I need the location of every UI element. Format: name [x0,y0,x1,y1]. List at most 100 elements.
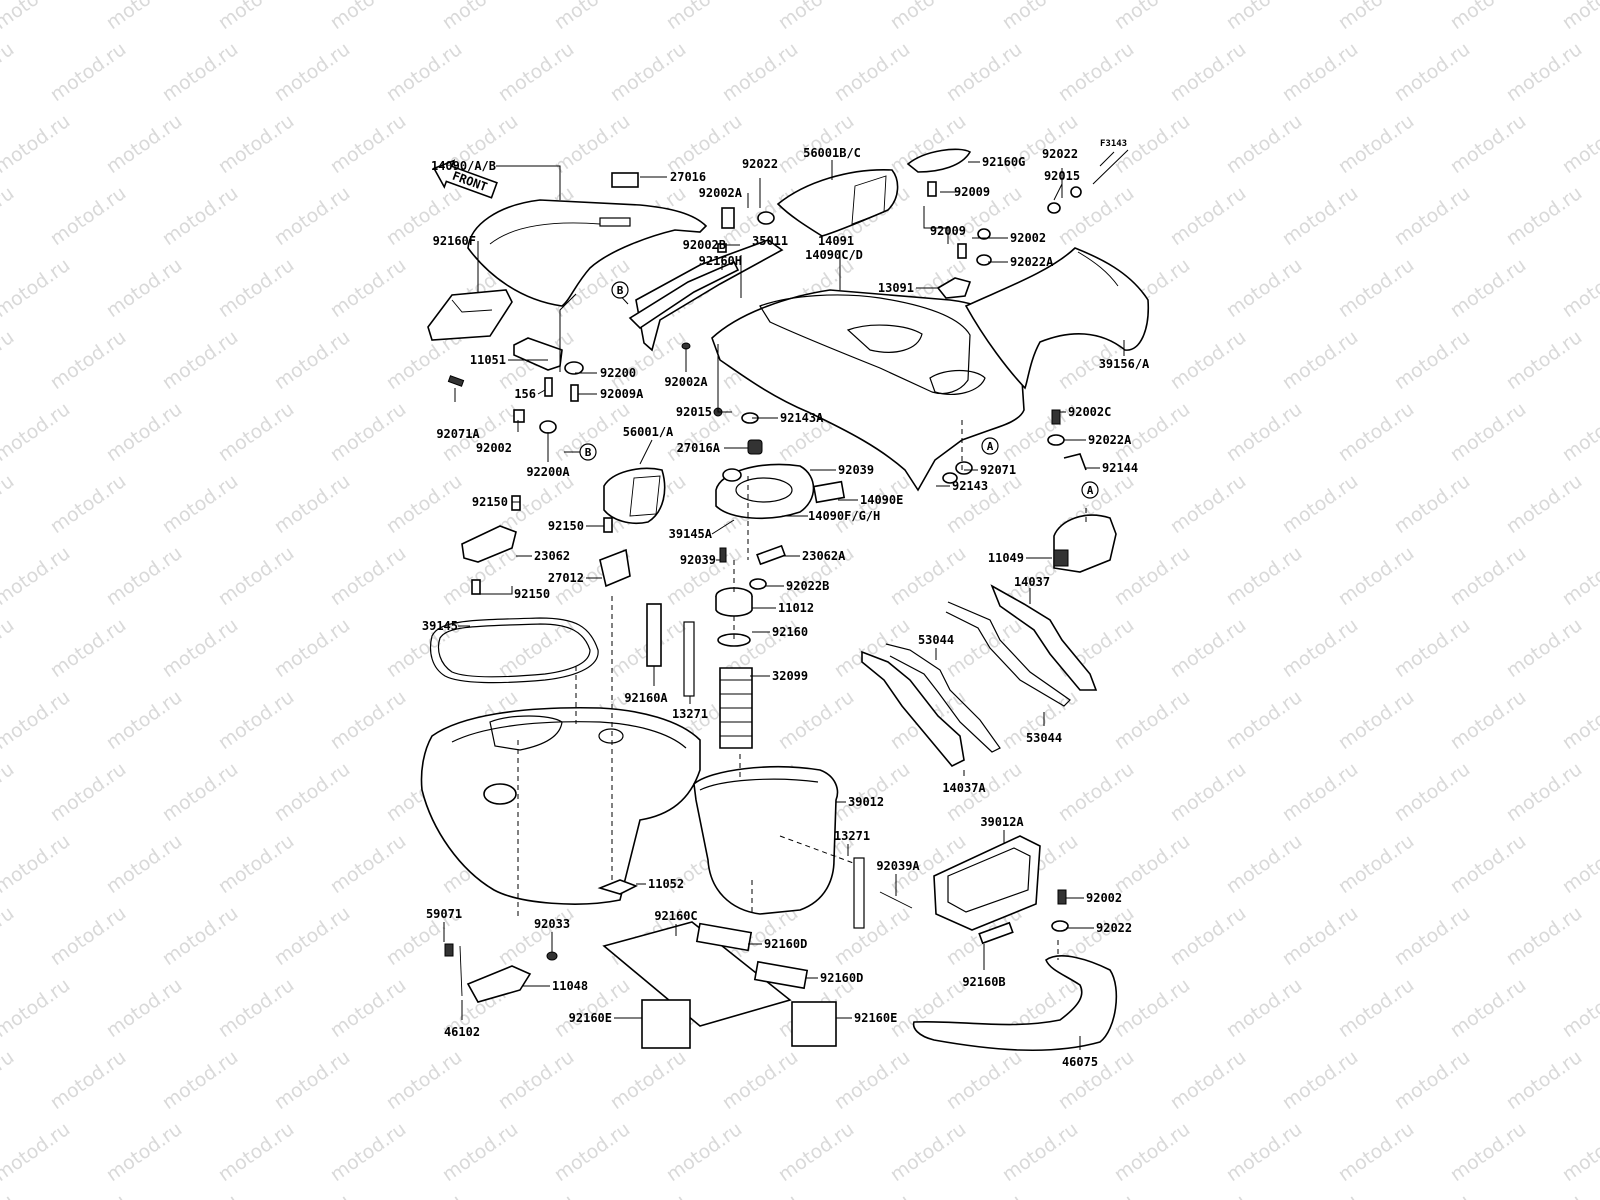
watermark-text: motod.ru [0,38,18,106]
part-number-label: 14090F/G/H [808,509,880,523]
part-number-label: 23062A [802,549,846,563]
watermark-text: motod.ru [214,0,298,34]
part-number-label: 56001/A [623,425,674,439]
watermark-text: motod.ru [158,38,242,106]
watermark-text: motod.ru [550,110,634,178]
watermark-text: motod.ru [270,614,354,682]
watermark-text: motod.ru [1166,38,1250,106]
part-number-label: 92002C [1068,405,1111,419]
watermark-text: motod.ru [382,38,466,106]
watermark-text: motod.ru [0,758,18,826]
watermark-text: motod.ru [1278,614,1362,682]
watermark-text: motod.ru [1222,1118,1306,1186]
watermark-text: motod.ru [214,110,298,178]
watermark-text: motod.ru [774,1118,858,1186]
watermark-text: motod.ru [1278,1046,1362,1114]
watermark-text: motod.ru [830,38,914,106]
watermark-text: motod.ru [1054,1190,1138,1200]
watermark-text: motod.ru [270,1190,354,1200]
part-illustrations [420,148,1150,1052]
watermark-text: motod.ru [1278,1190,1362,1200]
watermark-text: motod.ru [0,830,74,898]
part-number-label: 11012 [778,601,814,615]
watermark-text: motod.ru [1502,1046,1586,1114]
watermark-text: motod.ru [1502,614,1586,682]
watermark-text: motod.ru [1558,254,1600,322]
part-number-label: 92039 [838,463,874,477]
watermark-text: motod.ru [1558,110,1600,178]
watermark-text: motod.ru [0,110,74,178]
watermark-text: motod.ru [886,1118,970,1186]
figure-code: F3143 [1100,139,1127,149]
part-number-label: 92002A [699,186,743,200]
watermark-text: motod.ru [326,542,410,610]
watermark-text: motod.ru [1334,1118,1418,1186]
watermark-text: motod.ru [1446,398,1530,466]
part-number-label: 14090E [860,493,903,507]
watermark-text: motod.ru [46,902,130,970]
part-number-label: 92150 [472,495,508,509]
watermark-text: motod.ru [718,1046,802,1114]
watermark-text: motod.ru [158,1190,242,1200]
watermark-text: motod.ru [1166,902,1250,970]
watermark-text: motod.ru [774,0,858,34]
watermark-text: motod.ru [1110,1118,1194,1186]
leader-lines [443,160,1125,1050]
watermark-text: motod.ru [1558,542,1600,610]
part-number-label: 39145 [422,619,458,633]
watermark-text: motod.ru [270,38,354,106]
watermark-text: motod.ru [1446,686,1530,754]
watermark-text: motod.ru [1502,182,1586,250]
watermark-text: motod.ru [1166,326,1250,394]
watermark-text: motod.ru [1502,758,1586,826]
front-arrow: FRONT [432,159,498,199]
watermark-text: motod.ru [830,1046,914,1114]
ref-marker-a-top: A [981,437,999,455]
watermark-text: motod.ru [1278,38,1362,106]
watermark-text: motod.ru [438,0,522,34]
watermark-text: motod.ru [214,974,298,1042]
watermark-text: motod.ru [326,0,410,34]
watermark-text: motod.ru [1166,470,1250,538]
watermark-text: motod.ru [270,326,354,394]
watermark-text: motod.ru [46,326,130,394]
watermark-text: motod.ru [0,1118,74,1186]
part-number-label: 92002B [683,238,726,252]
watermark-text: motod.ru [102,254,186,322]
watermark-text: motod.ru [1110,974,1194,1042]
watermark-text: motod.ru [214,1118,298,1186]
watermark-text: motod.ru [102,542,186,610]
watermark-text: motod.ru [1502,902,1586,970]
watermark-text: motod.ru [1558,0,1600,34]
watermark-text: motod.ru [1390,182,1474,250]
watermark-text: motod.ru [382,470,466,538]
watermark-text: motod.ru [998,1118,1082,1186]
part-number-label: 92160E [569,1011,612,1025]
part-number-label: 92002A [664,375,708,389]
watermark-text: motod.ru [270,1046,354,1114]
watermark-text: motod.ru [1502,1190,1586,1200]
part-number-label: 23062 [534,549,570,563]
part-number-label: 92160H [699,254,742,268]
part-number-label: 92144 [1102,461,1138,475]
watermark-text: motod.ru [1222,0,1306,34]
part-number-label: 92022B [786,579,829,593]
watermark-text: motod.ru [830,1190,914,1200]
watermark-text: motod.ru [0,326,18,394]
watermark-text: motod.ru [1334,398,1418,466]
watermark-text: motod.ru [494,38,578,106]
watermark-text: motod.ru [1278,758,1362,826]
watermark-text: motod.ru [1110,830,1194,898]
part-number-label: 14091 [818,234,854,248]
part-number-label: 92022A [1010,255,1054,269]
watermark-text: motod.ru [46,1046,130,1114]
watermark-text: motod.ru [270,758,354,826]
watermark-text: motod.ru [1390,1046,1474,1114]
watermark-text: motod.ru [1222,398,1306,466]
watermark-text: motod.ru [494,1046,578,1114]
watermark-text: motod.ru [0,0,74,34]
part-number-label: 92015 [676,405,712,419]
part-number-label: 92143 [952,479,988,493]
part-number-label: 53044 [918,633,954,647]
watermark-text: motod.ru [1222,110,1306,178]
